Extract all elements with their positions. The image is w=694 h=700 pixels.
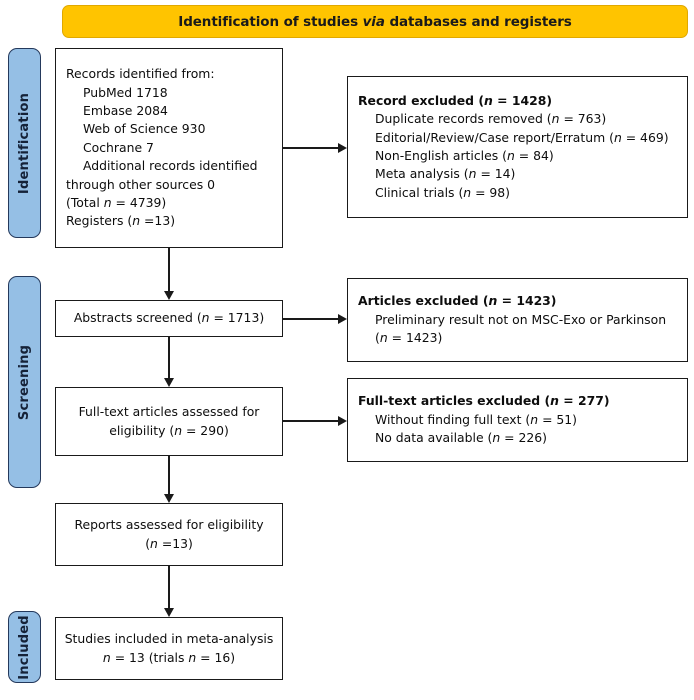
phase-tab-included: Included: [8, 611, 41, 683]
fulltext-excluded-line-1: No data available (n = 226): [375, 430, 547, 446]
box-studies-included: Studies included in meta-analysis n = 13…: [55, 617, 283, 680]
record-excluded-line-3: Meta analysis (n = 14): [375, 166, 516, 182]
articles-excluded-line-0: Preliminary result not on MSC-Exo or Par…: [375, 311, 667, 327]
arrowhead-records-to-record-excluded: [338, 142, 347, 153]
records-line-6: through other sources 0: [66, 176, 215, 192]
arrowhead-fulltext-to-fulltext-excluded: [338, 415, 347, 426]
abstracts-line-0: Abstracts screened (n = 1713): [73, 310, 265, 326]
records-line-7: (Total n = 4739): [66, 194, 167, 210]
arrowhead-reports-to-studies-included: [163, 608, 174, 617]
connector-reports-to-studies-included: [168, 566, 170, 608]
phase-label-included: Included: [17, 614, 33, 680]
records-line-4: Cochrane 7: [83, 139, 154, 155]
record-excluded-title: Record excluded (n = 1428): [358, 92, 553, 108]
phase-tab-screening: Screening: [8, 276, 41, 488]
header-banner: Identification of studies via databases …: [62, 5, 688, 38]
records-line-5: Additional records identified: [83, 158, 258, 174]
phase-label-screening: Screening: [17, 344, 32, 420]
arrowhead-abstracts-to-fulltext: [163, 378, 174, 387]
studies-included-line-0: Studies included in meta-analysis: [64, 631, 274, 647]
banner-text-after: databases and registers: [384, 13, 572, 30]
records-line-3: Web of Science 930: [83, 121, 206, 137]
header-banner-text: Identification of studies via databases …: [178, 13, 572, 30]
reports-assessed-line-1: (n =13): [145, 535, 193, 551]
box-abstracts-screened: Abstracts screened (n = 1713): [55, 300, 283, 337]
box-articles-excluded: Articles excluded (n = 1423) Preliminary…: [347, 278, 688, 362]
banner-text-before: Identification of studies: [178, 13, 363, 30]
phase-tab-identification: Identification: [8, 48, 41, 238]
records-line-1: PubMed 1718: [83, 84, 168, 100]
records-line-2: Embase 2084: [83, 103, 168, 119]
studies-included-line-1: n = 13 (trials n = 16): [102, 649, 236, 665]
box-record-excluded: Record excluded (n = 1428) Duplicate rec…: [347, 76, 688, 218]
records-line-0: Records identified from:: [66, 66, 215, 82]
connector-fulltext-to-fulltext-excluded: [283, 420, 338, 422]
connector-records-to-record-excluded: [283, 147, 338, 149]
phase-label-identification: Identification: [17, 92, 33, 194]
record-excluded-line-0: Duplicate records removed (n = 763): [375, 111, 607, 127]
arrowhead-fulltext-to-reports: [163, 494, 174, 503]
fulltext-excluded-title: Full-text articles excluded (n = 277): [358, 393, 610, 409]
record-excluded-line-4: Clinical trials (n = 98): [375, 184, 511, 200]
fulltext-excluded-line-0: Without finding full text (n = 51): [375, 411, 577, 427]
arrowhead-abstracts-to-articles-excluded: [338, 313, 347, 324]
connector-fulltext-to-reports: [168, 456, 170, 494]
reports-assessed-line-0: Reports assessed for eligibility: [74, 517, 264, 533]
articles-excluded-title: Articles excluded (n = 1423): [358, 293, 557, 309]
connector-records-to-abstracts: [168, 248, 170, 291]
box-reports-assessed: Reports assessed for eligibility (n =13): [55, 503, 283, 566]
box-records-identified: Records identified from: PubMed 1718 Emb…: [55, 48, 283, 248]
articles-excluded-line-1: (n = 1423): [375, 330, 443, 346]
record-excluded-line-2: Non-English articles (n = 84): [375, 148, 554, 163]
arrowhead-records-to-abstracts: [163, 291, 174, 300]
box-fulltext-assessed: Full-text articles assessed for eligibil…: [55, 387, 283, 456]
banner-text-italic: via: [362, 13, 385, 30]
connector-abstracts-to-fulltext: [168, 337, 170, 378]
record-excluded-line-1: Editorial/Review/Case report/Erratum (n …: [375, 129, 669, 145]
fulltext-assessed-line-1: eligibility (n = 290): [109, 422, 229, 438]
fulltext-assessed-line-0: Full-text articles assessed for: [78, 404, 260, 420]
box-fulltext-excluded: Full-text articles excluded (n = 277) Wi…: [347, 378, 688, 462]
records-line-8: Registers (n =13): [66, 213, 176, 229]
connector-abstracts-to-articles-excluded: [283, 318, 338, 320]
